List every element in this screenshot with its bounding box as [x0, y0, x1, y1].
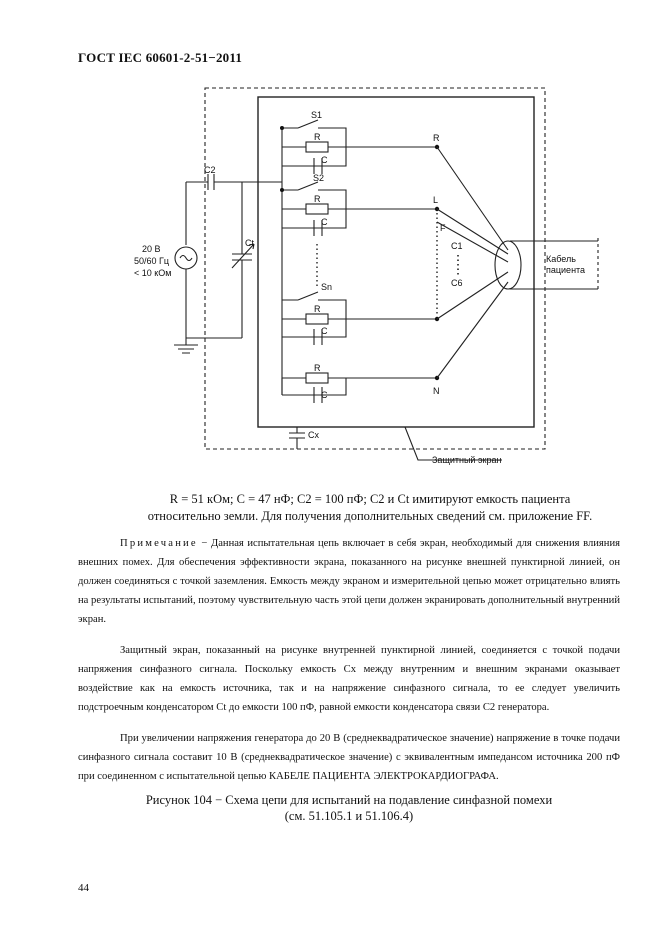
- caption-line-1: Рисунок 104 − Схема цепи для испытаний н…: [145, 793, 553, 807]
- circuit-diagram: S1 R C S2 R C Sn R C R C C2 Ct Cx R L F …: [134, 87, 599, 465]
- label-term-f: F: [440, 223, 446, 233]
- label-s2: S2: [313, 173, 324, 183]
- note-text-1: − Данная испытательная цепь включает в с…: [78, 538, 620, 625]
- label-c4: C: [321, 390, 328, 400]
- label-c2: C2: [204, 165, 216, 175]
- patient-connector: [494, 238, 599, 292]
- note-paragraph-2: Защитный экран, показанный на рисунке вн…: [78, 645, 620, 713]
- legend-line-1: R = 51 кОм; С = 47 нФ; С2 = 100 пФ; С2 и…: [169, 492, 571, 506]
- label-source-line3: < 10 кОм: [134, 268, 171, 278]
- label-term-n: N: [433, 386, 440, 396]
- label-term-c1: C1: [451, 241, 463, 251]
- label-s1: S1: [311, 110, 322, 120]
- label-r2: R: [314, 194, 321, 204]
- channel-2: [282, 181, 437, 236]
- caption-line-2: (см. 51.105.1 и 51.106.4): [284, 809, 414, 823]
- channel-n: [282, 291, 437, 345]
- label-term-r: R: [433, 133, 440, 143]
- cx-capacitor: [289, 427, 305, 449]
- connector-fan: [436, 146, 509, 379]
- channel-N: [281, 372, 437, 403]
- note-label: Примечание: [120, 538, 198, 549]
- inner-protective-screen: [257, 96, 535, 428]
- label-c3: C: [321, 326, 328, 336]
- terminal-nodes: [280, 126, 440, 381]
- page-number: 44: [78, 882, 89, 894]
- shield-pointer: [404, 426, 502, 461]
- label-source-line1: 20 В: [142, 244, 161, 254]
- label-c1: C: [321, 155, 328, 165]
- legend-line-2: относительно земли. Для получения дополн…: [147, 509, 593, 523]
- label-r4: R: [314, 363, 321, 373]
- channel-1: [282, 119, 437, 174]
- label-term-c6: C6: [451, 278, 463, 288]
- label-r3: R: [314, 304, 321, 314]
- figure-caption: Рисунок 104 − Схема цепи для испытаний н…: [78, 792, 620, 824]
- label-term-l: L: [433, 195, 438, 205]
- outer-dashed-screen: [204, 87, 546, 450]
- note-paragraph-1: Примечание − Данная испытательная цепь в…: [78, 534, 620, 629]
- label-c2small: C: [321, 217, 328, 227]
- label-sn: Sn: [321, 282, 332, 292]
- label-ct: Ct: [245, 238, 254, 248]
- generator-circuit: [174, 174, 282, 354]
- note-paragraph-3: При увеличении напряжения генератора до …: [78, 733, 620, 782]
- label-shield: Защитный экран: [432, 455, 502, 465]
- label-cable-line1: Кабель: [546, 254, 576, 264]
- label-cable-line2: пациента: [546, 265, 585, 275]
- label-source-line2: 50/60 Гц: [134, 256, 169, 266]
- note-block: Примечание − Данная испытательная цепь в…: [78, 534, 620, 786]
- label-r1: R: [314, 132, 321, 142]
- document-header: ГОСТ IEC 60601-2-51−2011: [78, 50, 243, 65]
- label-cx: Cx: [308, 430, 319, 440]
